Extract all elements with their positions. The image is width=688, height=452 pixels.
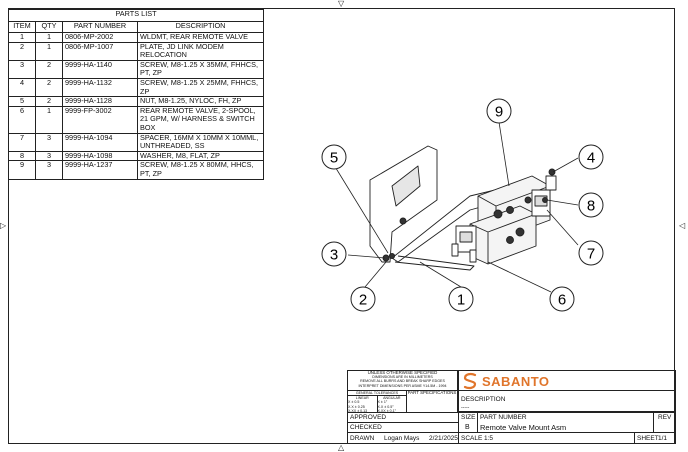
cell-description: SCREW, M8-1.25 X 35MM, FHHCS, PT, ZP [137, 59, 264, 79]
balloon-4-number: 4 [587, 150, 595, 167]
rev-label: REV [658, 414, 672, 421]
cell-item: 4 [8, 77, 36, 98]
linear-value-2: X.XX ± 0.13 [348, 408, 368, 413]
balloon-2-number: 2 [359, 292, 367, 309]
parts-list-table: PARTS LIST ITEM QTY PART NUMBER DESCRIPT… [8, 9, 264, 180]
cell-description: SPACER, 16MM X 10MM X 10MML, UNTHREADED,… [137, 132, 264, 152]
tolerances-label: GENERAL TOLERANCES [348, 391, 406, 397]
header-part-number: PART NUMBER [62, 21, 138, 33]
bottom-center-marker: △ [338, 443, 345, 452]
sheet-value: 1/1 [658, 435, 668, 442]
linear-value-0: X ± 0.5 [348, 400, 360, 405]
balloon-3-number: 3 [330, 247, 338, 264]
cell-description: PLATE, JD LINK MODEM RELOCATION [137, 41, 264, 61]
notes-line-2: REMOVE ALL BURRS AND BREAK SHARP EDGES [360, 379, 445, 384]
cell-qty: 2 [35, 77, 63, 98]
balloon-2: 2 [350, 286, 376, 312]
balloon-5: 5 [321, 144, 347, 170]
size-value: B [465, 424, 470, 431]
notes-line-3: INTERPRET DIMENSIONS PER ASME Y14.5M - 1… [358, 383, 447, 388]
part-spec-label: PART SPECIFICATIONS [407, 390, 457, 395]
drawn-by: Logan Mays [384, 435, 420, 442]
notes-line-1: DIMENSIONS ARE IN MILLIMETERS [372, 375, 433, 380]
linear-label: LINEAR [355, 396, 369, 401]
right-center-marker: ◁ [679, 221, 686, 230]
notes-title: UNLESS OTHERWISE SPECIFIED [367, 370, 438, 375]
balloon-8-number: 8 [587, 198, 595, 215]
checked-label: CHECKED [350, 424, 382, 431]
part-number-value: Remote Valve Mount Asm [480, 423, 567, 432]
scale-value: 1:5 [484, 435, 494, 442]
angular-label: ANGULAR [383, 396, 401, 401]
balloon-9: 9 [486, 98, 512, 124]
mount-plate [369, 145, 438, 263]
tolerances-box: GENERAL TOLERANCES LINEAR X ± 0.5 X.X ± … [347, 390, 407, 414]
scale-label: SCALE [461, 435, 483, 442]
cell-item: 9 [8, 160, 36, 180]
cell-item: 3 [8, 59, 36, 79]
company-name: SABANTO [482, 374, 550, 389]
drawing-border [8, 8, 675, 444]
balloon-6-number: 6 [558, 292, 566, 309]
top-center-marker: ▽ [338, 0, 345, 8]
cell-description: REAR REMOTE VALVE, 2-SPOOL, 21 GPM, W/ H… [137, 105, 264, 134]
balloon-6: 6 [549, 286, 575, 312]
balloon-7-number: 7 [587, 246, 595, 263]
balloon-3: 3 [321, 241, 347, 267]
angular-value-2: X.XX ± 0.1° [377, 408, 397, 413]
balloon-4: 4 [578, 144, 604, 170]
sheet-box [634, 432, 676, 444]
sabanto-logo-icon [463, 372, 477, 390]
left-center-marker: ▷ [0, 221, 7, 230]
general-notes-box: UNLESS OTHERWISE SPECIFIED DIMENSIONS AR… [347, 370, 458, 391]
cell-description: SCREW, M8-1.25 X 80MM, HHCS, PT, ZP [137, 160, 264, 180]
approved-label: APPROVED [350, 414, 387, 421]
balloon-5-number: 5 [330, 150, 338, 167]
description-value: ----- [461, 405, 470, 411]
angular-value-0: X ± 1° [377, 400, 388, 405]
drawn-date: 2/21/2025 [429, 435, 458, 442]
header-description: DESCRIPTION [137, 21, 264, 33]
description-box [458, 390, 676, 412]
balloon-1-number: 1 [457, 292, 465, 309]
balloon-8: 8 [578, 192, 604, 218]
cell-description: SCREW, M8-1.25 X 25MM, FHHCS, ZP [137, 77, 264, 98]
linear-value-1: X.X ± 0.25 [348, 404, 365, 409]
drawn-label: DRAWN [350, 435, 375, 442]
part-spec-box: PART SPECIFICATIONS [406, 390, 458, 413]
balloon-7: 7 [578, 240, 604, 266]
balloon-9-number: 9 [495, 104, 503, 121]
part-number-label: PART NUMBER [480, 414, 527, 421]
plate-cutout [391, 165, 421, 207]
sheet-label: SHEET [637, 435, 659, 442]
angular-value-1: X.X ± 0.5° [377, 404, 394, 409]
size-label: SIZE [461, 414, 476, 421]
description-label: DESCRIPTION [461, 396, 506, 403]
balloon-1: 1 [448, 286, 474, 312]
